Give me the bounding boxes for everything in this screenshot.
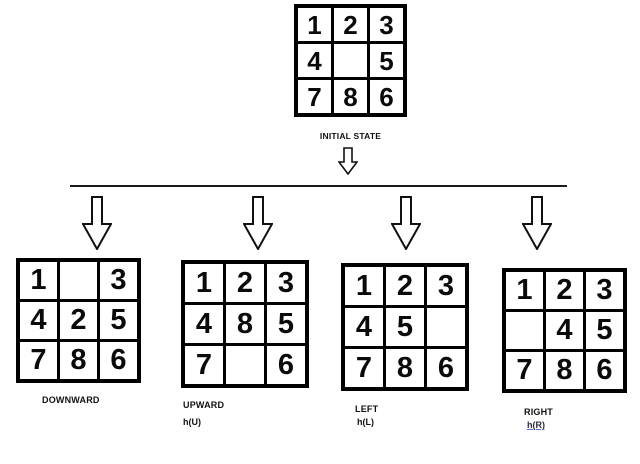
puzzle-tile: 5	[100, 302, 137, 339]
initial-state-label: INITIAL STATE	[319, 131, 382, 141]
puzzle-left: 1 2 3 4 5 7 8 6	[341, 263, 469, 391]
puzzle-tile: 4	[345, 308, 383, 346]
puzzle-tile: 8	[386, 349, 424, 387]
puzzle-right: 1 2 3 4 5 7 8 6	[502, 268, 627, 393]
puzzle-tile: 6	[586, 352, 623, 389]
puzzle-downward: 1 3 4 2 5 7 8 6	[16, 258, 141, 383]
empty-tile	[334, 44, 367, 77]
puzzle-tile: 2	[226, 264, 264, 302]
puzzle-tile: 1	[298, 8, 331, 41]
down-arrow-icon	[391, 196, 421, 250]
initial-state-puzzle: 1 2 3 4 5 7 8 6	[294, 4, 407, 117]
puzzle-tile: 7	[506, 352, 543, 389]
puzzle-tile: 7	[20, 342, 57, 379]
empty-tile	[226, 346, 264, 384]
puzzle-tile: 1	[20, 262, 57, 299]
down-arrow-icon	[522, 196, 552, 250]
puzzle-tile: 5	[586, 312, 623, 349]
puzzle-tile: 4	[185, 305, 223, 343]
puzzle-tile: 2	[60, 302, 97, 339]
puzzle-tile: 3	[100, 262, 137, 299]
puzzle-tile: 6	[100, 342, 137, 379]
label-right: RIGHT	[524, 407, 553, 417]
puzzle-tile: 4	[298, 44, 331, 77]
puzzle-tile: 8	[60, 342, 97, 379]
label-downward: DOWNWARD	[42, 395, 100, 405]
puzzle-tile: 1	[506, 272, 543, 309]
puzzle-tile: 8	[226, 305, 264, 343]
empty-tile	[60, 262, 97, 299]
heuristic-left: h(L)	[357, 417, 374, 427]
puzzle-tile: 1	[185, 264, 223, 302]
down-arrow-icon	[338, 147, 358, 175]
puzzle-tile: 6	[370, 80, 403, 113]
empty-tile	[506, 312, 543, 349]
puzzle-tile: 5	[370, 44, 403, 77]
branch-line	[70, 185, 567, 187]
empty-tile	[427, 308, 465, 346]
down-arrow-icon	[243, 196, 273, 250]
down-arrow-icon	[82, 196, 112, 250]
label-left: LEFT	[355, 404, 379, 414]
puzzle-tile: 7	[185, 346, 223, 384]
puzzle-tile: 2	[546, 272, 583, 309]
puzzle-tile: 2	[334, 8, 367, 41]
puzzle-tile: 5	[267, 305, 305, 343]
heuristic-right-link[interactable]: h(R)	[527, 420, 545, 430]
puzzle-tile: 6	[427, 349, 465, 387]
puzzle-tile: 3	[586, 272, 623, 309]
puzzle-tile: 6	[267, 346, 305, 384]
puzzle-tile: 2	[386, 267, 424, 305]
puzzle-tile: 1	[345, 267, 383, 305]
puzzle-tile: 5	[386, 308, 424, 346]
puzzle-tile: 4	[546, 312, 583, 349]
puzzle-tile: 8	[334, 80, 367, 113]
puzzle-tile: 3	[370, 8, 403, 41]
label-upward: UPWARD	[183, 400, 225, 410]
puzzle-tile: 7	[345, 349, 383, 387]
puzzle-upward: 1 2 3 4 8 5 7 6	[181, 260, 309, 388]
puzzle-tile: 3	[427, 267, 465, 305]
puzzle-tile: 7	[298, 80, 331, 113]
puzzle-tile: 3	[267, 264, 305, 302]
puzzle-tile: 4	[20, 302, 57, 339]
puzzle-tile: 8	[546, 352, 583, 389]
heuristic-upward: h(U)	[183, 417, 201, 427]
